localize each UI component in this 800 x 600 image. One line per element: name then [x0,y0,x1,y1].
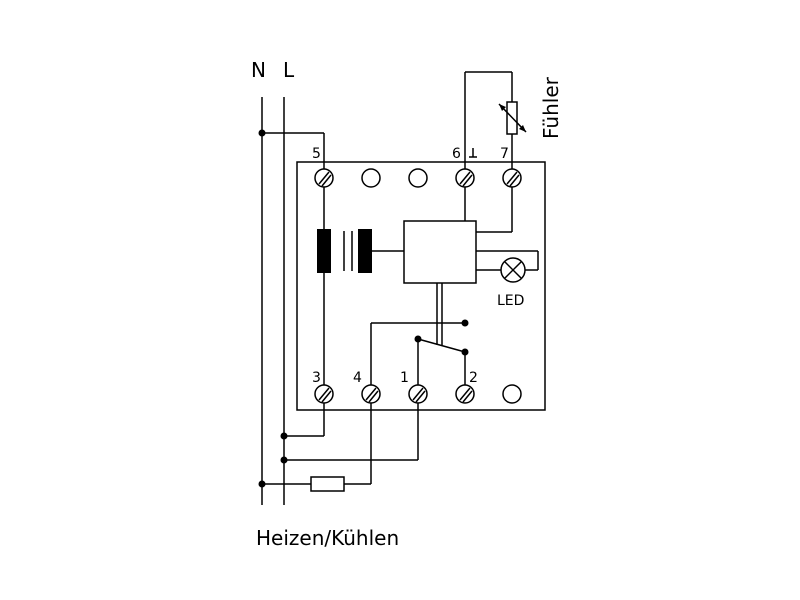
terminal-label-4: 4 [353,370,362,386]
terminal-1 [408,384,428,404]
led-label: LED [497,293,524,309]
terminal-label-3: 3 [312,370,321,386]
terminal-empty [408,168,428,188]
sensor-label: Fühler [539,76,563,139]
neutral-label: N [251,58,266,82]
terminal-empty [361,168,381,188]
terminal-7 [502,168,522,188]
terminal-6 [455,168,475,188]
led-wiring [476,250,539,271]
terminal-label-5: 5 [312,146,321,162]
live-label: L [283,58,295,82]
wire-4-to-resistor [258,403,372,488]
terminal-2 [455,384,475,404]
terminal-label-6: 6 [452,146,461,162]
changeover-switch [370,319,469,385]
terminal-empty [502,384,522,404]
terminal-5 [314,168,334,188]
terminal-4 [361,384,381,404]
caption: Heizen/Kühlen [256,526,399,550]
terminal-label-7: 7 [500,146,509,162]
ground-symbol [469,148,477,158]
terminal-label-1: 1 [400,370,409,386]
sensor-loop [464,71,513,169]
wire-l-to-5 [258,129,325,169]
terminal-3 [314,384,334,404]
heating-resistor [310,476,345,492]
sensor-icon [498,101,527,135]
terminal-label-2: 2 [469,370,478,386]
device-housing [296,161,546,411]
wire-1-to-l [280,403,419,464]
wire-3-to-l [280,403,325,440]
transformer [317,187,404,385]
led-lamp-icon [500,257,526,283]
control-unit [403,220,477,284]
